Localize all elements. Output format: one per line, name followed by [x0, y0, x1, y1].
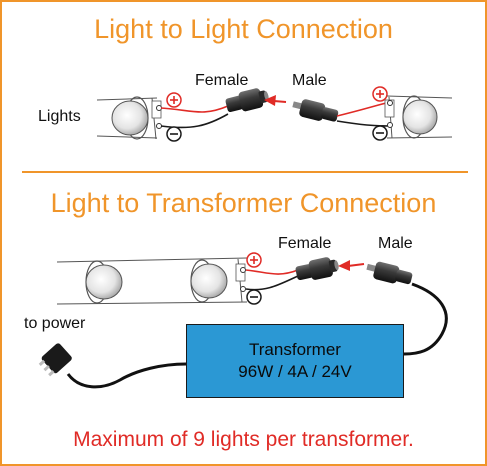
positive-terminal-icon	[166, 92, 182, 108]
male-label: Male	[378, 235, 413, 252]
negative-wire	[245, 275, 299, 291]
male-label: Male	[292, 72, 327, 89]
connect-arrow-icon	[338, 260, 365, 271]
transformer-name: Transformer	[249, 340, 341, 359]
transformer-box: Transformer 96W / 4A / 24V	[186, 324, 404, 398]
lights-label: Lights	[38, 108, 81, 125]
female-plug-icon	[225, 88, 269, 112]
power-cable	[66, 362, 187, 389]
title-light-to-transformer: Light to Transformer Connection	[50, 188, 437, 218]
power-plug-icon	[38, 343, 72, 377]
connect-arrow-icon	[264, 95, 287, 106]
bulb-icon	[402, 99, 438, 135]
female-plug-icon	[295, 257, 339, 281]
positive-terminal-icon	[246, 252, 262, 268]
male-plug-icon	[292, 99, 339, 122]
negative-terminal-icon	[372, 125, 388, 141]
light-strip-left	[96, 96, 162, 140]
female-label: Female	[195, 72, 249, 89]
negative-wire	[336, 120, 391, 127]
positive-wire	[336, 101, 391, 117]
female-label: Female	[278, 235, 332, 252]
negative-terminal-icon	[166, 126, 182, 142]
positive-wire	[245, 269, 299, 275]
negative-terminal-icon	[246, 289, 262, 305]
transformer-rating: 96W / 4A / 24V	[238, 362, 352, 381]
max-lights-note: Maximum of 9 lights per transformer.	[73, 428, 414, 451]
bulb-icon	[190, 263, 228, 299]
male-plug-icon	[366, 261, 413, 285]
positive-terminal-icon	[372, 86, 388, 102]
section-divider	[22, 171, 468, 173]
light-strip-right	[384, 95, 453, 139]
light-strip-bottom	[56, 257, 248, 305]
title-light-to-light: Light to Light Connection	[94, 14, 393, 44]
bulb-icon	[85, 264, 123, 300]
to-power-label: to power	[24, 315, 86, 332]
negative-wire	[160, 113, 229, 129]
positive-wire	[160, 105, 229, 113]
bulb-icon	[111, 100, 149, 136]
power-cable	[403, 282, 448, 356]
